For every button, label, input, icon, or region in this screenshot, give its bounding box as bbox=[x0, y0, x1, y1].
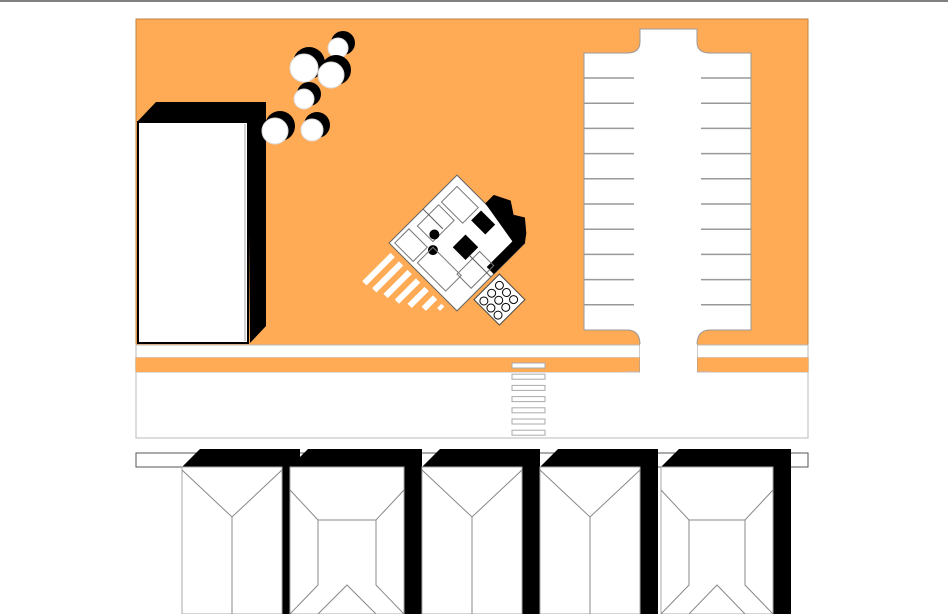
roof-hip-line bbox=[317, 584, 377, 614]
tree-group bbox=[261, 31, 355, 145]
roof-hip-line bbox=[289, 520, 319, 614]
step bbox=[372, 261, 404, 293]
planter bbox=[494, 280, 504, 290]
crosswalk-stripe bbox=[511, 396, 546, 403]
house-row bbox=[181, 449, 791, 614]
room bbox=[394, 228, 429, 263]
crosswalk-stripe bbox=[511, 384, 546, 391]
house-shadow bbox=[182, 449, 300, 614]
wall bbox=[469, 255, 492, 278]
tree-canopy bbox=[327, 37, 349, 59]
left-building bbox=[137, 102, 266, 344]
parking-stalls bbox=[584, 77, 751, 306]
crosswalk-stripe bbox=[511, 429, 546, 436]
tree-icon bbox=[300, 112, 330, 142]
roof-hip-line bbox=[744, 520, 774, 614]
house-roof bbox=[289, 466, 405, 614]
central-building bbox=[362, 174, 527, 326]
planter bbox=[487, 288, 497, 298]
house bbox=[289, 449, 422, 614]
step bbox=[394, 278, 421, 304]
house bbox=[421, 449, 540, 614]
crosswalk-stripe bbox=[511, 373, 546, 380]
building-shadow bbox=[137, 102, 266, 343]
room bbox=[440, 185, 479, 224]
planter bbox=[494, 295, 504, 305]
crosswalk-stripe bbox=[511, 418, 546, 425]
roof-hip-line bbox=[289, 489, 405, 521]
furniture bbox=[427, 245, 438, 256]
tree-icon bbox=[261, 111, 295, 145]
house-shadow bbox=[290, 449, 422, 614]
tree-icon bbox=[293, 82, 321, 110]
house bbox=[539, 449, 658, 614]
house-shadow bbox=[661, 449, 791, 614]
crosswalk-stripe bbox=[511, 362, 546, 369]
room bbox=[456, 250, 495, 289]
plaza bbox=[135, 371, 809, 439]
house bbox=[660, 449, 791, 614]
planter bbox=[493, 310, 503, 320]
house-shadow bbox=[540, 449, 658, 614]
room bbox=[471, 210, 496, 235]
tree-canopy bbox=[261, 117, 289, 145]
step bbox=[437, 303, 445, 311]
drive-fillet bbox=[136, 358, 808, 372]
drive-gap bbox=[640, 344, 697, 374]
planter bbox=[501, 287, 511, 297]
roof-hip-line bbox=[660, 489, 774, 521]
step bbox=[383, 269, 412, 299]
room bbox=[416, 204, 455, 243]
crosswalk bbox=[511, 362, 546, 436]
roof-hip-line bbox=[688, 584, 746, 614]
tree-icon bbox=[289, 47, 325, 83]
step bbox=[421, 295, 438, 311]
step bbox=[362, 252, 395, 286]
road bbox=[135, 344, 809, 359]
tree-canopy bbox=[289, 53, 319, 83]
building-roof bbox=[137, 121, 249, 344]
parking-lot bbox=[136, 28, 808, 374]
step bbox=[407, 286, 429, 309]
planter bbox=[509, 295, 519, 305]
house-roof bbox=[660, 466, 774, 614]
courtyard-grid bbox=[473, 273, 526, 326]
house-shadow bbox=[422, 449, 540, 614]
room bbox=[416, 246, 462, 292]
tree-canopy bbox=[300, 118, 324, 142]
wall bbox=[422, 208, 444, 230]
tree-canopy bbox=[317, 61, 345, 89]
planter bbox=[501, 302, 511, 312]
parking-surface bbox=[583, 28, 752, 373]
wing-shade bbox=[486, 235, 525, 275]
roof-hip-line bbox=[660, 520, 690, 614]
crosswalk-stripe bbox=[511, 407, 546, 414]
planter bbox=[486, 303, 496, 313]
steps bbox=[362, 252, 445, 311]
tree-icon bbox=[317, 55, 351, 89]
furniture bbox=[429, 229, 440, 240]
roof-hip-line bbox=[375, 520, 405, 614]
planter bbox=[479, 296, 489, 306]
house bbox=[181, 449, 300, 614]
tree-canopy bbox=[293, 88, 315, 110]
